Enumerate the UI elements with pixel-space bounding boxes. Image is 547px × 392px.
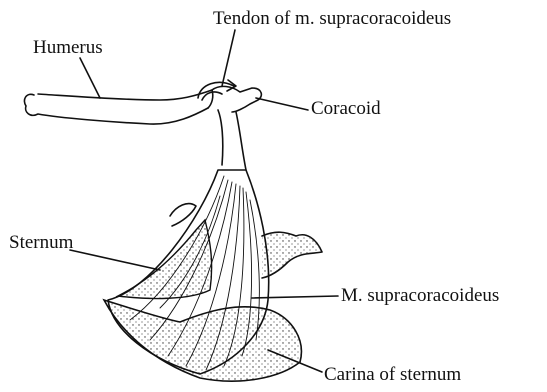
tendon-arrow xyxy=(198,80,236,100)
label-coracoid: Coracoid xyxy=(311,99,381,118)
label-sternum: Sternum xyxy=(9,233,73,252)
sternum-bone xyxy=(118,204,322,299)
coracoid-bone xyxy=(212,86,261,170)
leader-m-supracoracoideus xyxy=(252,296,338,298)
humerus-bone xyxy=(24,90,212,124)
leader-coracoid xyxy=(256,98,308,110)
label-tendon: Tendon of m. supracoracoideus xyxy=(213,9,451,28)
label-m-supracoracoideus: M. supracoracoideus xyxy=(341,286,499,305)
label-humerus: Humerus xyxy=(33,38,103,57)
leader-humerus xyxy=(80,58,100,98)
leader-tendon xyxy=(222,30,235,86)
label-carina: Carina of sternum xyxy=(324,365,461,384)
leader-sternum xyxy=(70,250,160,270)
